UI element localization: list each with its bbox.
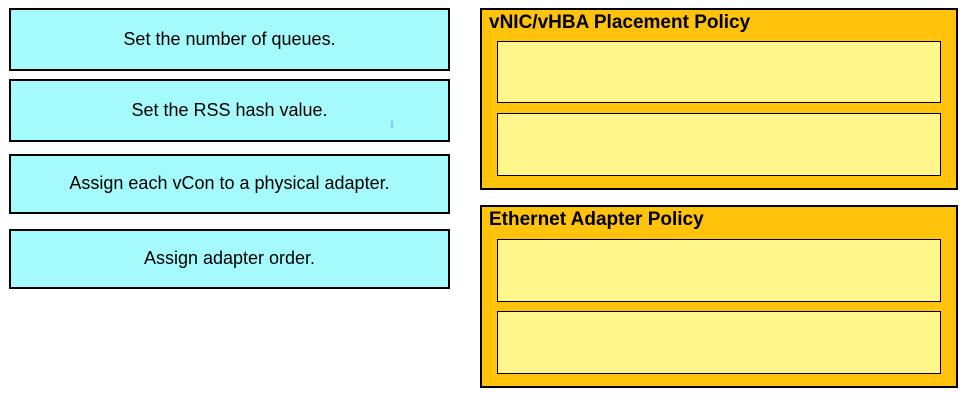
- stray-mark: [391, 121, 393, 128]
- drag-option-label: Assign each vCon to a physical adapter.: [69, 173, 390, 194]
- target-group-vnic-vhba-placement-policy: vNIC/vHBA Placement Policy: [480, 8, 958, 190]
- drop-slot-ethernet-adapter-2[interactable]: [497, 311, 941, 374]
- drag-option-label: Set the number of queues.: [123, 28, 336, 49]
- drag-option-label: Set the RSS hash value.: [131, 99, 328, 120]
- drag-option-set-rss-hash-value[interactable]: Set the RSS hash value.: [9, 79, 450, 142]
- target-group-title: vNIC/vHBA Placement Policy: [489, 12, 751, 33]
- drag-option-assign-vcon-to-physical-adapter[interactable]: Assign each vCon to a physical adapter.: [9, 154, 450, 214]
- drop-slot-ethernet-adapter-1[interactable]: [497, 239, 941, 302]
- target-group-ethernet-adapter-policy: Ethernet Adapter Policy: [480, 205, 958, 388]
- drag-option-label: Assign adapter order.: [143, 248, 316, 269]
- drop-slot-vnic-vhba-placement-1[interactable]: [497, 41, 941, 103]
- target-group-title: Ethernet Adapter Policy: [489, 209, 704, 230]
- drag-option-set-number-of-queues[interactable]: Set the number of queues.: [9, 8, 450, 71]
- drop-slot-vnic-vhba-placement-2[interactable]: [497, 113, 941, 176]
- drag-option-assign-adapter-order[interactable]: Assign adapter order.: [9, 229, 450, 289]
